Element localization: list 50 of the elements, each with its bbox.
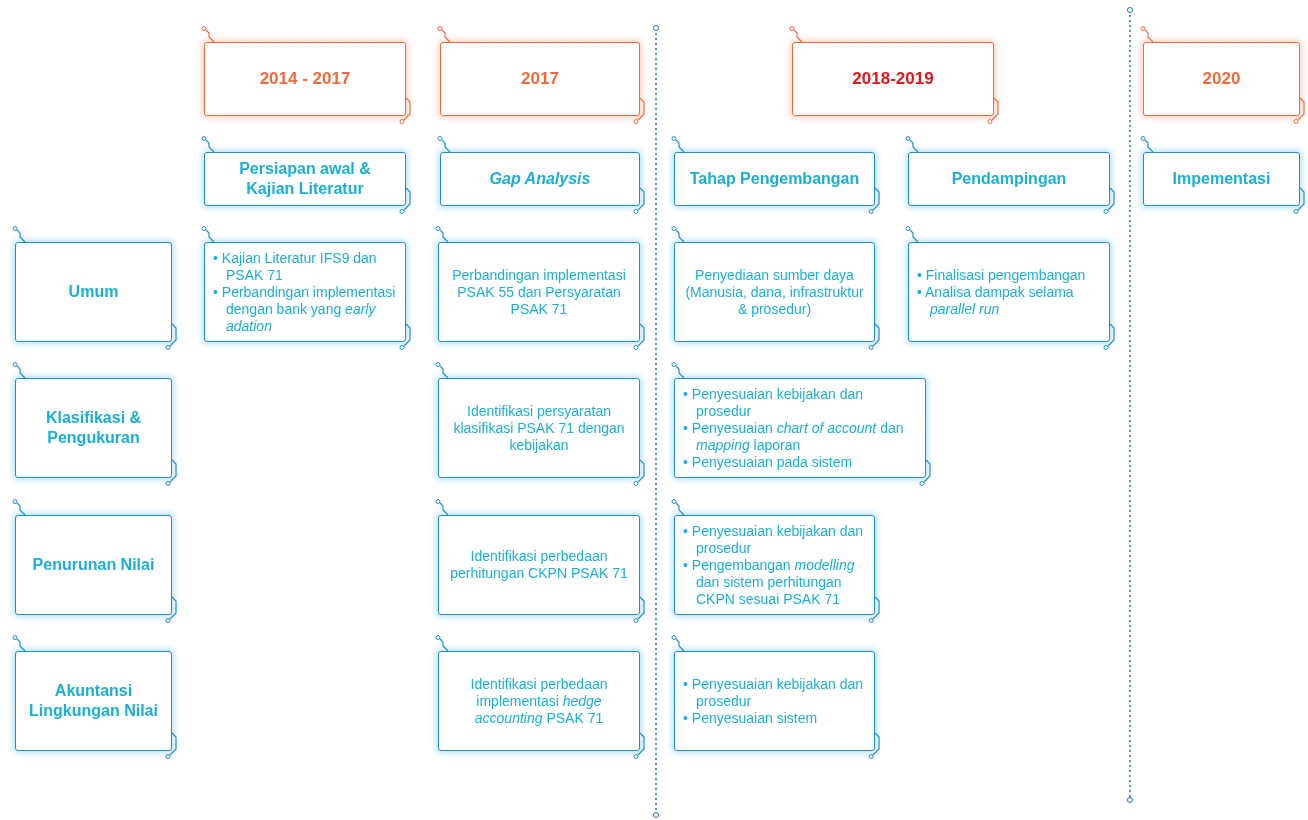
activity-box	[674, 651, 875, 751]
stage-title: Persiapan awal & Kajian Literatur	[238, 159, 372, 199]
bullet-item: • Finalisasi pengembangan	[917, 266, 1087, 284]
stage-title: Umum	[68, 282, 119, 302]
stage-box	[674, 152, 875, 206]
activity-box	[438, 651, 640, 751]
activity-box	[438, 242, 640, 342]
activity-box	[908, 242, 1110, 342]
year-label: 2020	[1202, 69, 1241, 89]
activity-text: Identifikasi persyaratan klasifikasi PSAK 71 dengan kebijakan	[452, 402, 626, 454]
stage-title: Pendampingan	[951, 169, 1067, 189]
year-label: 2017	[521, 69, 559, 89]
bullet-item: • Perbandingan implementasi dengan bank yang early adation	[213, 283, 397, 335]
activity-box	[438, 378, 640, 478]
stage-title: Tahap Pengembangan	[689, 169, 860, 189]
year-box	[440, 42, 640, 116]
activity-text: Penyediaan sumber daya (Manusia, dana, infrastruktur & prosedur)	[684, 266, 865, 318]
stage-box	[15, 515, 172, 615]
stage-title: Akuntansi Lingkungan Nilai	[28, 681, 159, 721]
activity-box	[674, 242, 875, 342]
stage-box	[1143, 152, 1300, 206]
stage-box	[15, 242, 172, 342]
year-box	[1143, 42, 1300, 116]
stage-box	[204, 152, 406, 206]
year-label: 2018-2019	[852, 69, 934, 89]
stage-box	[440, 152, 640, 206]
activity-text: Perbandingan implementasi PSAK 55 dan Persyaratan PSAK 71	[451, 266, 627, 318]
stage-title: Klasifikasi & Pengukuran	[44, 408, 143, 448]
year-label: 2014 - 2017	[259, 69, 351, 89]
bullet-item: • Kajian Literatur IFS9 dan PSAK 71	[213, 249, 378, 284]
activity-box	[674, 378, 926, 478]
stage-box	[15, 378, 172, 478]
bullet-item: • Penyesuaian kebijakan dan prosedur	[683, 675, 865, 710]
bullet-item: • Penyesuaian sistem	[683, 709, 819, 727]
stage-title: Gap Analysis	[489, 169, 591, 189]
activity-box	[674, 515, 875, 615]
stage-title: Penurunan Nilai	[32, 555, 155, 575]
stage-title: Impementasi	[1172, 169, 1271, 189]
activity-text: Identifikasi perbedaan perhitungan CKPN PSAK 71	[449, 548, 629, 582]
activity-text: Identifikasi perbedaan implementasi hedge accounting PSAK 71	[469, 675, 609, 727]
bullet-item: • Penyesuaian chart of account dan mapping laporan	[683, 419, 905, 454]
activity-box	[438, 515, 640, 615]
stage-box	[908, 152, 1110, 206]
bullet-item: • Pengembangan modelling dan sistem perhitungan CKPN sesuai PSAK 71	[683, 556, 856, 608]
year-box	[204, 42, 406, 116]
bullet-item: • Penyesuaian pada sistem	[683, 453, 854, 471]
bullet-item: • Analisa dampak selama parallel run	[917, 283, 1075, 318]
stage-box	[15, 651, 172, 751]
activity-box	[204, 242, 406, 342]
year-box	[792, 42, 994, 116]
